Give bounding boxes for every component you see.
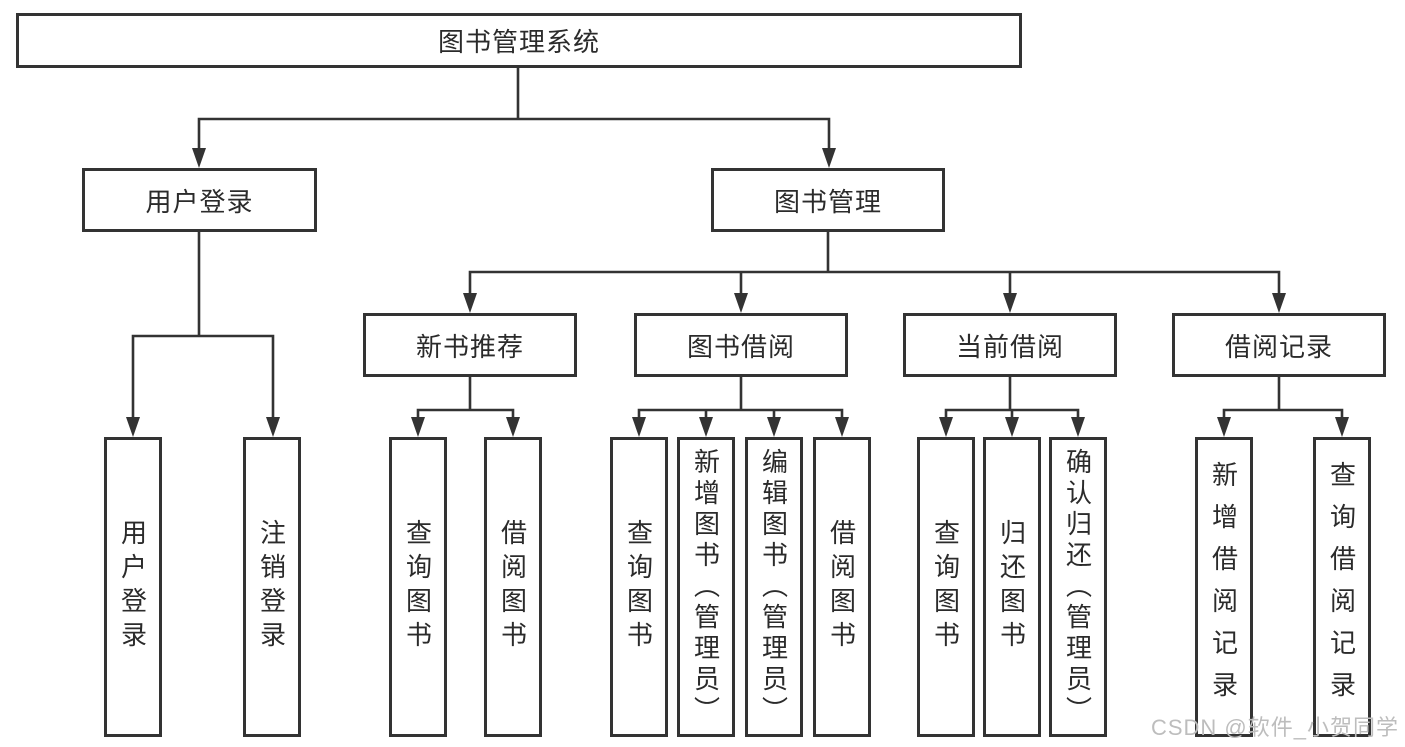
arrow-down-icon	[411, 417, 425, 437]
arrow-down-icon	[632, 417, 646, 437]
csdn-watermark: CSDN @软件_小贺同学	[1150, 715, 1399, 740]
arrow-down-icon	[767, 417, 781, 437]
leaf-newbook-borrow-books: 借阅图书	[484, 437, 542, 737]
node-borrow-record: 借阅记录	[1172, 313, 1386, 377]
arrow-down-icon	[939, 417, 953, 437]
arrow-down-icon	[463, 293, 477, 313]
arrow-down-icon	[699, 417, 713, 437]
connector-book-borrow	[632, 375, 849, 437]
connector-line	[131, 230, 275, 422]
node-book-borrow: 图书借阅	[634, 313, 848, 377]
leaf-borrow-query-books: 查询图书	[610, 437, 668, 737]
arrow-down-icon	[506, 417, 520, 437]
arrow-down-icon	[192, 148, 206, 168]
connector-line	[944, 375, 1080, 422]
leaf-confirm-return-admin: 确认归还（管理员）	[1049, 437, 1107, 737]
connector-line	[468, 230, 1281, 298]
arrow-down-icon	[266, 417, 280, 437]
leaf-query-borrow-record: 查询借阅记录	[1313, 437, 1371, 737]
arrow-down-icon	[1005, 417, 1019, 437]
leaf-return-books: 归还图书	[983, 437, 1041, 737]
arrow-down-icon	[734, 293, 748, 313]
node-root-system: 图书管理系统	[16, 13, 1022, 68]
node-current-borrow: 当前借阅	[903, 313, 1117, 377]
arrow-down-icon	[835, 417, 849, 437]
leaf-current-query-books: 查询图书	[917, 437, 975, 737]
leaf-newbook-query-books: 查询图书	[389, 437, 447, 737]
leaf-user-login: 用户登录	[104, 437, 162, 737]
connector-root	[192, 66, 836, 168]
connector-new-book	[411, 375, 520, 437]
leaf-borrow-books: 借阅图书	[813, 437, 871, 737]
leaf-add-borrow-record: 新增借阅记录	[1195, 437, 1253, 737]
connector-line	[1222, 375, 1344, 422]
leaf-edit-books-admin: 编辑图书（管理员）	[745, 437, 803, 737]
node-user-login-branch: 用户登录	[82, 168, 317, 232]
arrow-down-icon	[1003, 293, 1017, 313]
node-book-management-branch: 图书管理	[711, 168, 945, 232]
arrow-down-icon	[822, 148, 836, 168]
connector-line	[637, 375, 844, 422]
leaf-add-books-admin: 新增图书（管理员）	[677, 437, 735, 737]
arrow-down-icon	[126, 417, 140, 437]
arrow-down-icon	[1217, 417, 1231, 437]
connector-current-borrow	[939, 375, 1085, 437]
connector-line	[197, 66, 831, 152]
connector-line	[416, 375, 515, 422]
connector-book-management	[463, 230, 1286, 313]
arrow-down-icon	[1335, 417, 1349, 437]
arrow-down-icon	[1272, 293, 1286, 313]
leaf-logout: 注销登录	[243, 437, 301, 737]
node-new-book-recommend: 新书推荐	[363, 313, 577, 377]
arrow-down-icon	[1071, 417, 1085, 437]
connector-borrow-record	[1217, 375, 1349, 437]
connector-user-login	[126, 230, 280, 437]
